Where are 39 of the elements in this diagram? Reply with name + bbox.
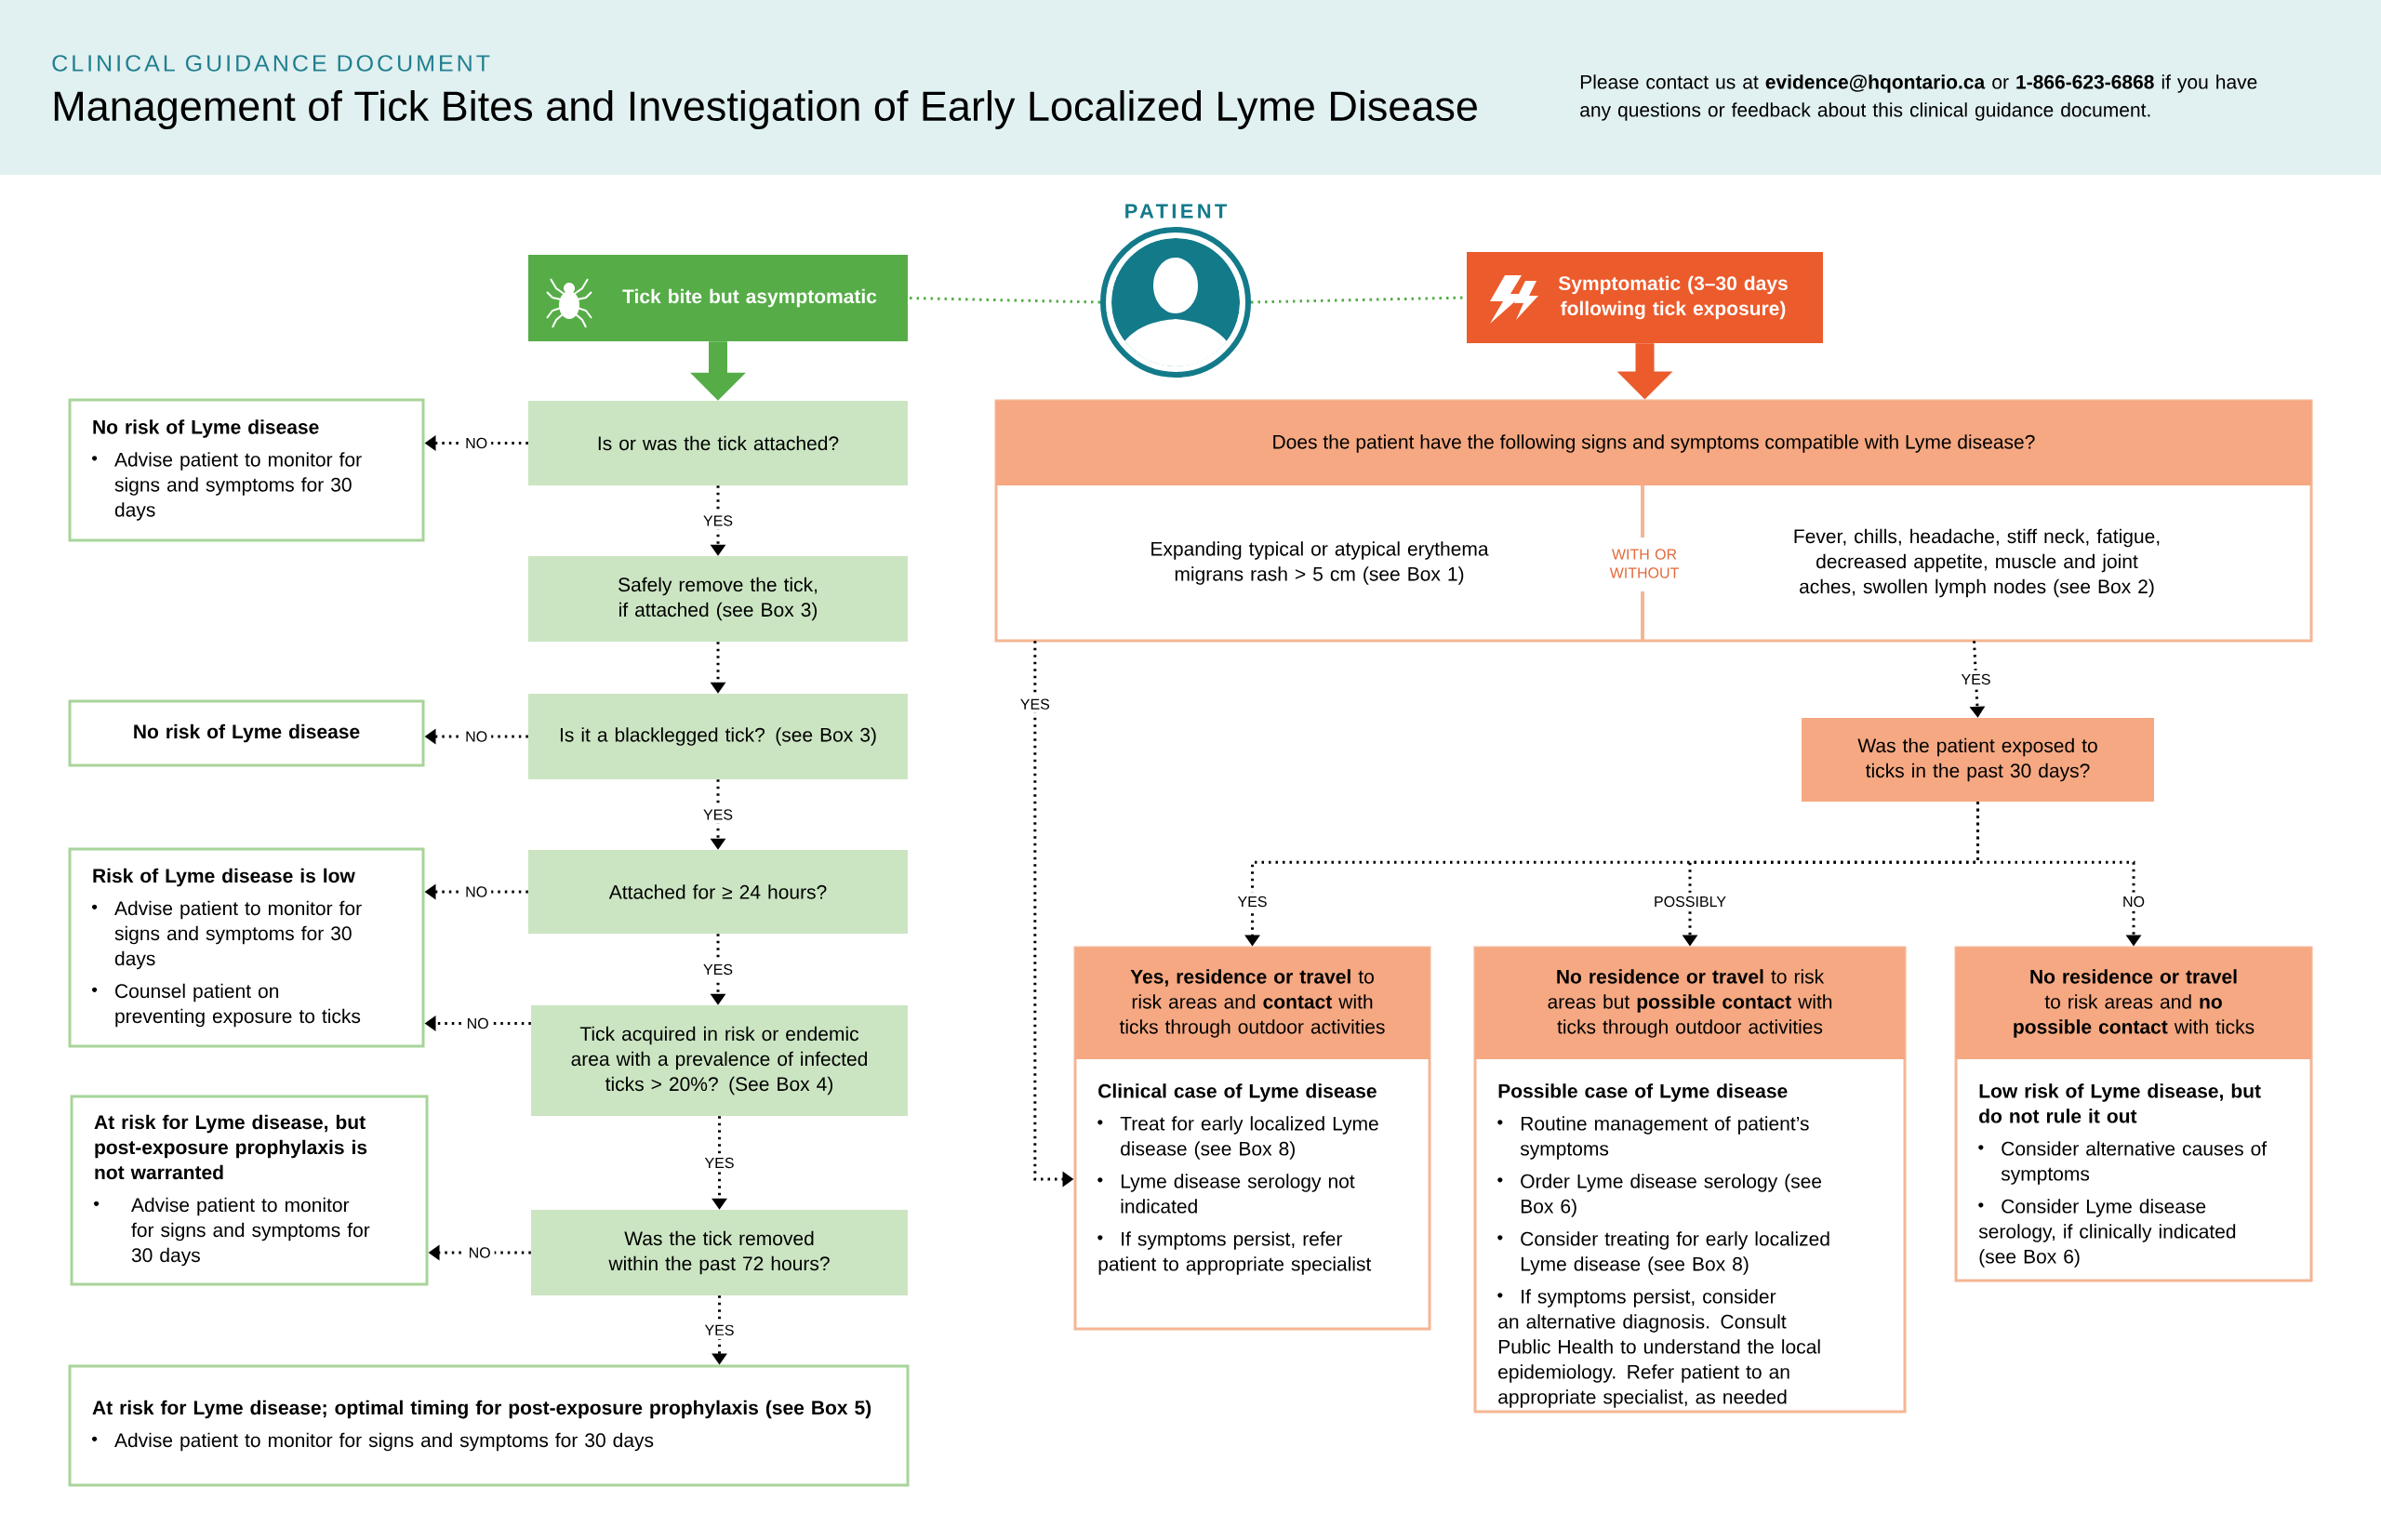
edge-label: YES — [699, 805, 737, 824]
question-box: Was the tick removed within the past 72 hours? — [531, 1210, 908, 1295]
contact-note: Please contact us at evidence@hqontario.ca or 1-866-623-6868 if you have any questions or feedback about this clinical guidance document. — [1580, 74, 2257, 121]
edge-label: YES — [1957, 670, 1995, 689]
edge-label: NO — [2119, 892, 2148, 911]
document-type: CLINICAL GUIDANCE DOCUMENT — [52, 55, 490, 72]
question-box: Was the patient exposed to ticks in the past 30 days? — [1802, 718, 2154, 802]
question-box: Tick acquired in risk or endemic area with a prevalence of infected ticks > 20%? (See Box 4) — [531, 1005, 908, 1116]
edge-label: YES — [700, 1321, 738, 1339]
edge-label: NO — [464, 1243, 495, 1262]
result-box: At risk for Lyme disease; optimal timing for post-exposure prophylaxis (see Box 5) Advise patient to monitor for signs and symptoms for 30 days — [68, 1364, 910, 1487]
result-box: At risk for Lyme disease, but post-exposure prophylaxis is not warranted Advise patient to monitor for signs and symptoms for 30 days — [70, 1095, 429, 1286]
result-box: No risk of Lyme disease — [68, 699, 425, 767]
edge-label: YES — [1016, 695, 1054, 713]
start-box: Symptomatic (3–30 days following tick exposure) — [1467, 252, 1823, 343]
title: Management of Tick Bites and Investigation of Early Localized Lyme Disease — [54, 90, 1477, 129]
edge-label: NO — [462, 1014, 493, 1033]
edge-label: YES — [699, 960, 737, 979]
symptom-cell: Fever, chills, headache, stiff neck, fatigue, decreased appetite, muscle and joint aches, swollen lymph nodes (see Box 2) — [1794, 528, 2160, 598]
question-box: Attached for ≥ 24 hours? — [528, 850, 908, 934]
connector-word: WITH OR WITHOUT — [1609, 549, 1679, 578]
question-box: Safely remove the tick, if attached (see Box 3) — [528, 556, 908, 642]
question-box: Is it a blacklegged tick? (see Box 3) — [528, 694, 908, 779]
outcome-box: No residence or travel to risk areas but possible contact with ticks through outdoor activities Possible case of Lyme disease Routine management of patient’s symptoms Order Lyme disease serology (see Box 6) Consider treating for early localized Lyme disease (see Box 8) If symptoms persist, consider an alternative diagnosis. Consult Public Health to understand the local epidemiology. Refer patient to an appropriate specialist, as needed — [1473, 946, 1907, 1414]
node-label: PATIENT — [1125, 204, 1228, 219]
outcome-box: Yes, residence or travel to risk areas and contact with ticks through outdoor activities Clinical case of Lyme disease Treat for early localized Lyme disease (see Box 8) Lyme disease serology not indicated If symptoms persist, refer patient to appropriate specialist — [1073, 946, 1431, 1331]
edge-label: NO — [461, 883, 492, 901]
symptom-cell: Expanding typical or atypical erythema migrans rash > 5 cm (see Box 1) — [1151, 541, 1489, 585]
edge-label: NO — [461, 727, 492, 746]
result-box: No risk of Lyme disease Advise patient to monitor for signs and symptoms for 30 days — [68, 398, 425, 542]
edge-label: YES — [700, 1153, 738, 1173]
edge-label: YES — [1233, 892, 1271, 911]
outcome-box: No residence or travel to risk areas and no possible contact with ticks Low risk of Lyme disease, but do not rule it out Consider alternative causes of symptoms Consider Lyme disease serology, if clinically indicated (see Box 6) — [1954, 946, 2313, 1282]
question-box: Is or was the tick attached? — [528, 401, 908, 485]
edge-label: YES — [699, 511, 737, 530]
edge-label: NO — [461, 433, 492, 453]
edge-label: POSSIBLY — [1650, 892, 1730, 911]
start-box: Tick bite but asymptomatic — [528, 255, 908, 341]
result-box: Risk of Lyme disease is low Advise patient to monitor for signs and symptoms for 30 days Counsel patient on preventing exposure to ticks — [68, 847, 425, 1048]
